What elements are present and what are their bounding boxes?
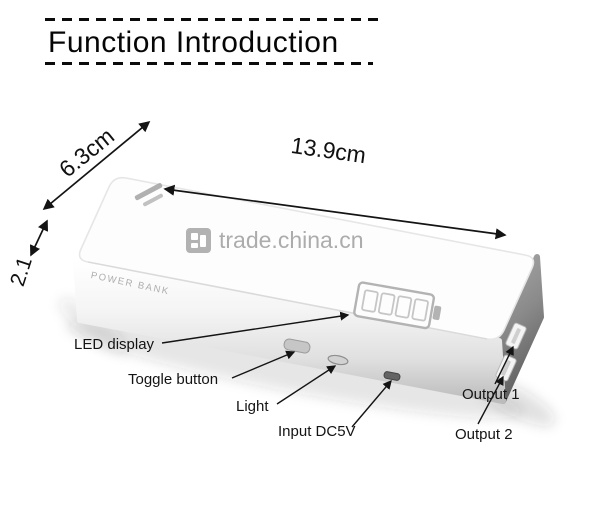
callout-line-light xyxy=(276,365,337,405)
output-port-2 xyxy=(495,354,517,382)
callout-line-output-2 xyxy=(477,375,504,425)
callout-line-input-dc5v xyxy=(351,379,392,428)
watermark: trade.china.cn xyxy=(186,227,363,254)
dimension-arrow-thickness xyxy=(30,219,48,257)
dimension-arrow-length xyxy=(163,184,507,240)
callout-label-output-2: Output 2 xyxy=(455,426,513,443)
watermark-logo-icon xyxy=(186,228,211,253)
battery-indicator-icon xyxy=(353,281,442,330)
toggle-button xyxy=(283,338,311,354)
callout-label-led-display: LED display xyxy=(74,336,155,353)
title-dashed-line-bottom xyxy=(45,62,373,65)
callout-line-toggle-button xyxy=(231,350,296,379)
dimension-arrow-width xyxy=(42,120,151,211)
watermark-text: trade.china.cn xyxy=(219,227,364,253)
callout-label-output-1: Output 1 xyxy=(462,386,520,403)
flashlight-lens xyxy=(327,354,349,366)
callout-line-led-display xyxy=(161,311,350,344)
callout-label-toggle-button: Toggle button xyxy=(128,371,219,388)
page-title: Function Introduction xyxy=(48,26,339,59)
input-dc5v-port xyxy=(383,371,401,381)
title-dashed-line-top xyxy=(45,18,378,21)
callout-label-input-dc5v: Input DC5V xyxy=(278,423,356,440)
callout-label-light: Light xyxy=(236,398,269,415)
